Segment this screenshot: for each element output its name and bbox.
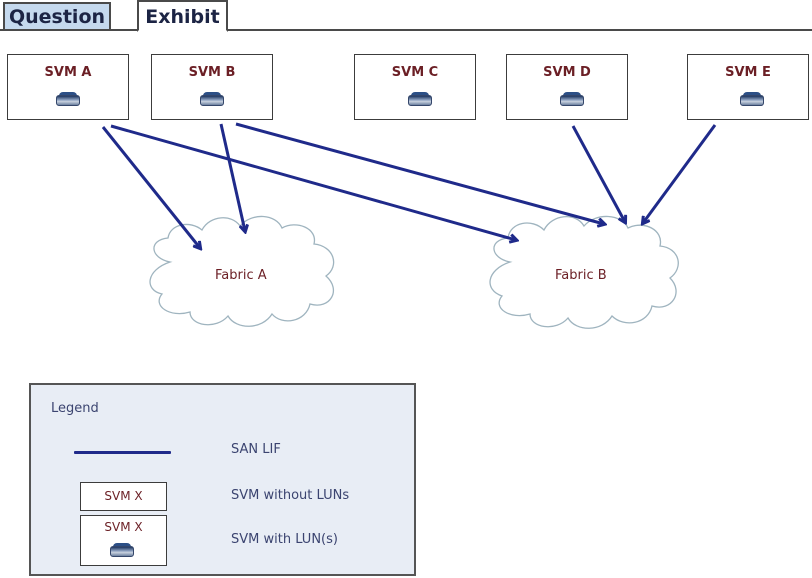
lun-disk-icon	[740, 92, 764, 107]
legend-svm-without-luns-box: SVM X	[80, 482, 167, 511]
fabric-a-label: Fabric A	[215, 268, 267, 283]
fabric-b-cloud	[489, 215, 679, 329]
svm-e-box[interactable]: SVM E	[687, 54, 809, 120]
tab-bar-baseline	[0, 29, 812, 31]
fabric-b-label: Fabric B	[555, 268, 607, 283]
svm-b-box[interactable]: SVM B	[151, 54, 273, 120]
legend-box-label: SVM X	[104, 520, 143, 534]
legend-title: Legend	[51, 401, 99, 416]
lif-svm-e-to-fabric-b	[643, 124, 717, 223]
svm-b-label: SVM B	[188, 65, 236, 80]
lun-disk-icon	[560, 92, 584, 107]
svm-d-label: SVM D	[543, 65, 591, 80]
tab-exhibit[interactable]: Exhibit	[137, 0, 228, 32]
lun-disk-icon	[110, 543, 134, 558]
legend-svm-with-luns-box: SVM X	[80, 515, 167, 566]
lif-svm-a-to-fabric-b	[110, 124, 516, 240]
svm-d-box[interactable]: SVM D	[506, 54, 628, 120]
legend-svm-without-luns-label: SVM without LUNs	[231, 488, 350, 503]
svm-a-box[interactable]: SVM A	[7, 54, 129, 120]
legend-box-label: SVM X	[104, 489, 143, 503]
legend-svm-with-luns-label: SVM with LUN(s)	[231, 532, 338, 547]
lun-disk-icon	[408, 92, 432, 107]
svm-a-label: SVM A	[44, 65, 92, 80]
lif-svm-a-to-fabric-a	[101, 126, 200, 248]
lun-disk-icon	[56, 92, 80, 107]
svm-e-label: SVM E	[725, 65, 771, 80]
legend-san-lif-line	[74, 451, 171, 454]
legend-panel: Legend SAN LIF SVM X SVM without LUNs SV…	[29, 383, 416, 576]
legend-san-lif-label: SAN LIF	[231, 442, 281, 457]
svm-c-label: SVM C	[391, 65, 439, 80]
lif-svm-d-to-fabric-b	[571, 125, 625, 222]
lif-svm-b-to-fabric-a	[219, 123, 245, 231]
tab-question[interactable]: Question	[3, 2, 111, 31]
svm-c-box[interactable]: SVM C	[354, 54, 476, 120]
lif-svm-b-to-fabric-b	[235, 122, 604, 224]
lun-disk-icon	[200, 92, 224, 107]
